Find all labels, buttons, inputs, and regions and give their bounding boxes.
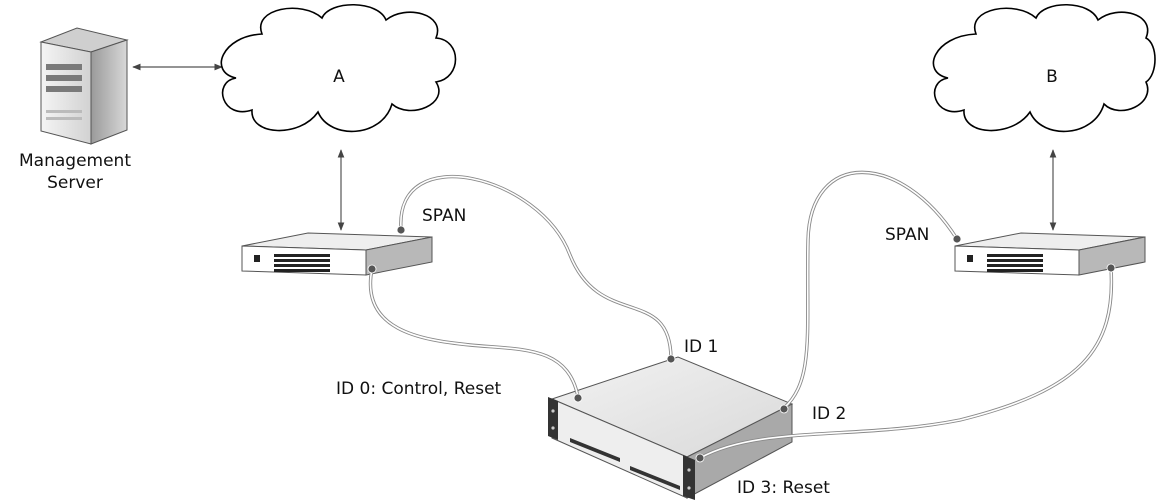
management-server-icon (39, 27, 129, 145)
appliance-port-id2 (779, 404, 789, 414)
cable-span-right (782, 170, 959, 410)
right-switch-port (1106, 263, 1116, 273)
id3-label: ID 3: Reset (737, 478, 830, 498)
cable-right-switch-to-id3 (698, 266, 1114, 460)
right-switch-span-port (952, 234, 962, 244)
appliance-port-id0 (573, 393, 583, 403)
cable-span-left (399, 175, 673, 360)
cloud-b-label: B (1046, 67, 1058, 87)
left-switch-icon (241, 232, 433, 276)
rack-appliance-icon (548, 356, 794, 500)
right-switch-icon (954, 232, 1146, 276)
right-span-label: SPAN (885, 225, 929, 245)
cable-left-switch-to-id0 (368, 267, 580, 399)
left-switch-span-port (396, 225, 406, 235)
id2-label: ID 2 (812, 404, 846, 424)
management-server-label-line1: Management (19, 151, 131, 171)
cloud-b-icon (932, 3, 1156, 133)
appliance-port-id3 (695, 453, 705, 463)
cloud-a-icon (220, 3, 457, 133)
appliance-port-id1 (666, 354, 676, 364)
id0-label: ID 0: Control, Reset (336, 379, 502, 399)
left-span-label: SPAN (422, 206, 466, 226)
management-server-label-line2: Server (47, 173, 103, 193)
id1-label: ID 1 (684, 337, 718, 357)
cloud-a-label: A (333, 67, 345, 87)
left-switch-port (367, 264, 377, 274)
